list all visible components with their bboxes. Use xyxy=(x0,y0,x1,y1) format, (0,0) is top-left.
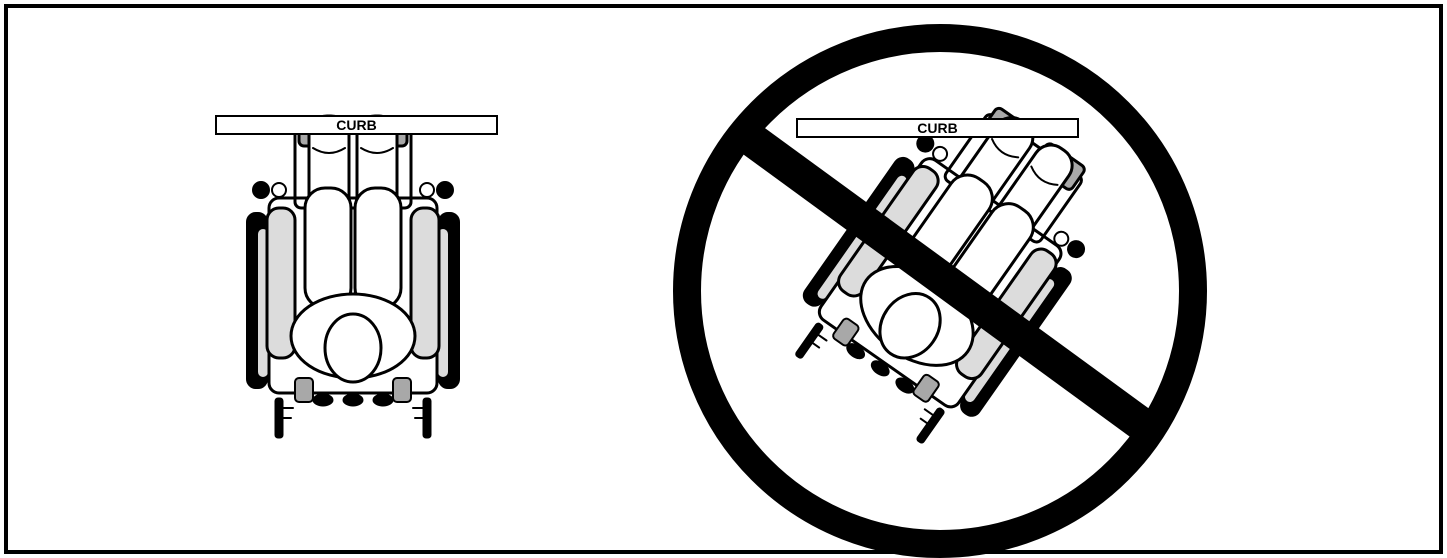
curb-label-right: CURB xyxy=(796,118,1079,138)
illustration-canvas xyxy=(245,24,1207,558)
wheelchair-square-to-curb xyxy=(245,114,461,440)
prohibition-sign-icon xyxy=(673,24,1207,558)
curb-label-left: CURB xyxy=(215,115,498,135)
illustration-frame: CURB CURB xyxy=(4,4,1443,558)
